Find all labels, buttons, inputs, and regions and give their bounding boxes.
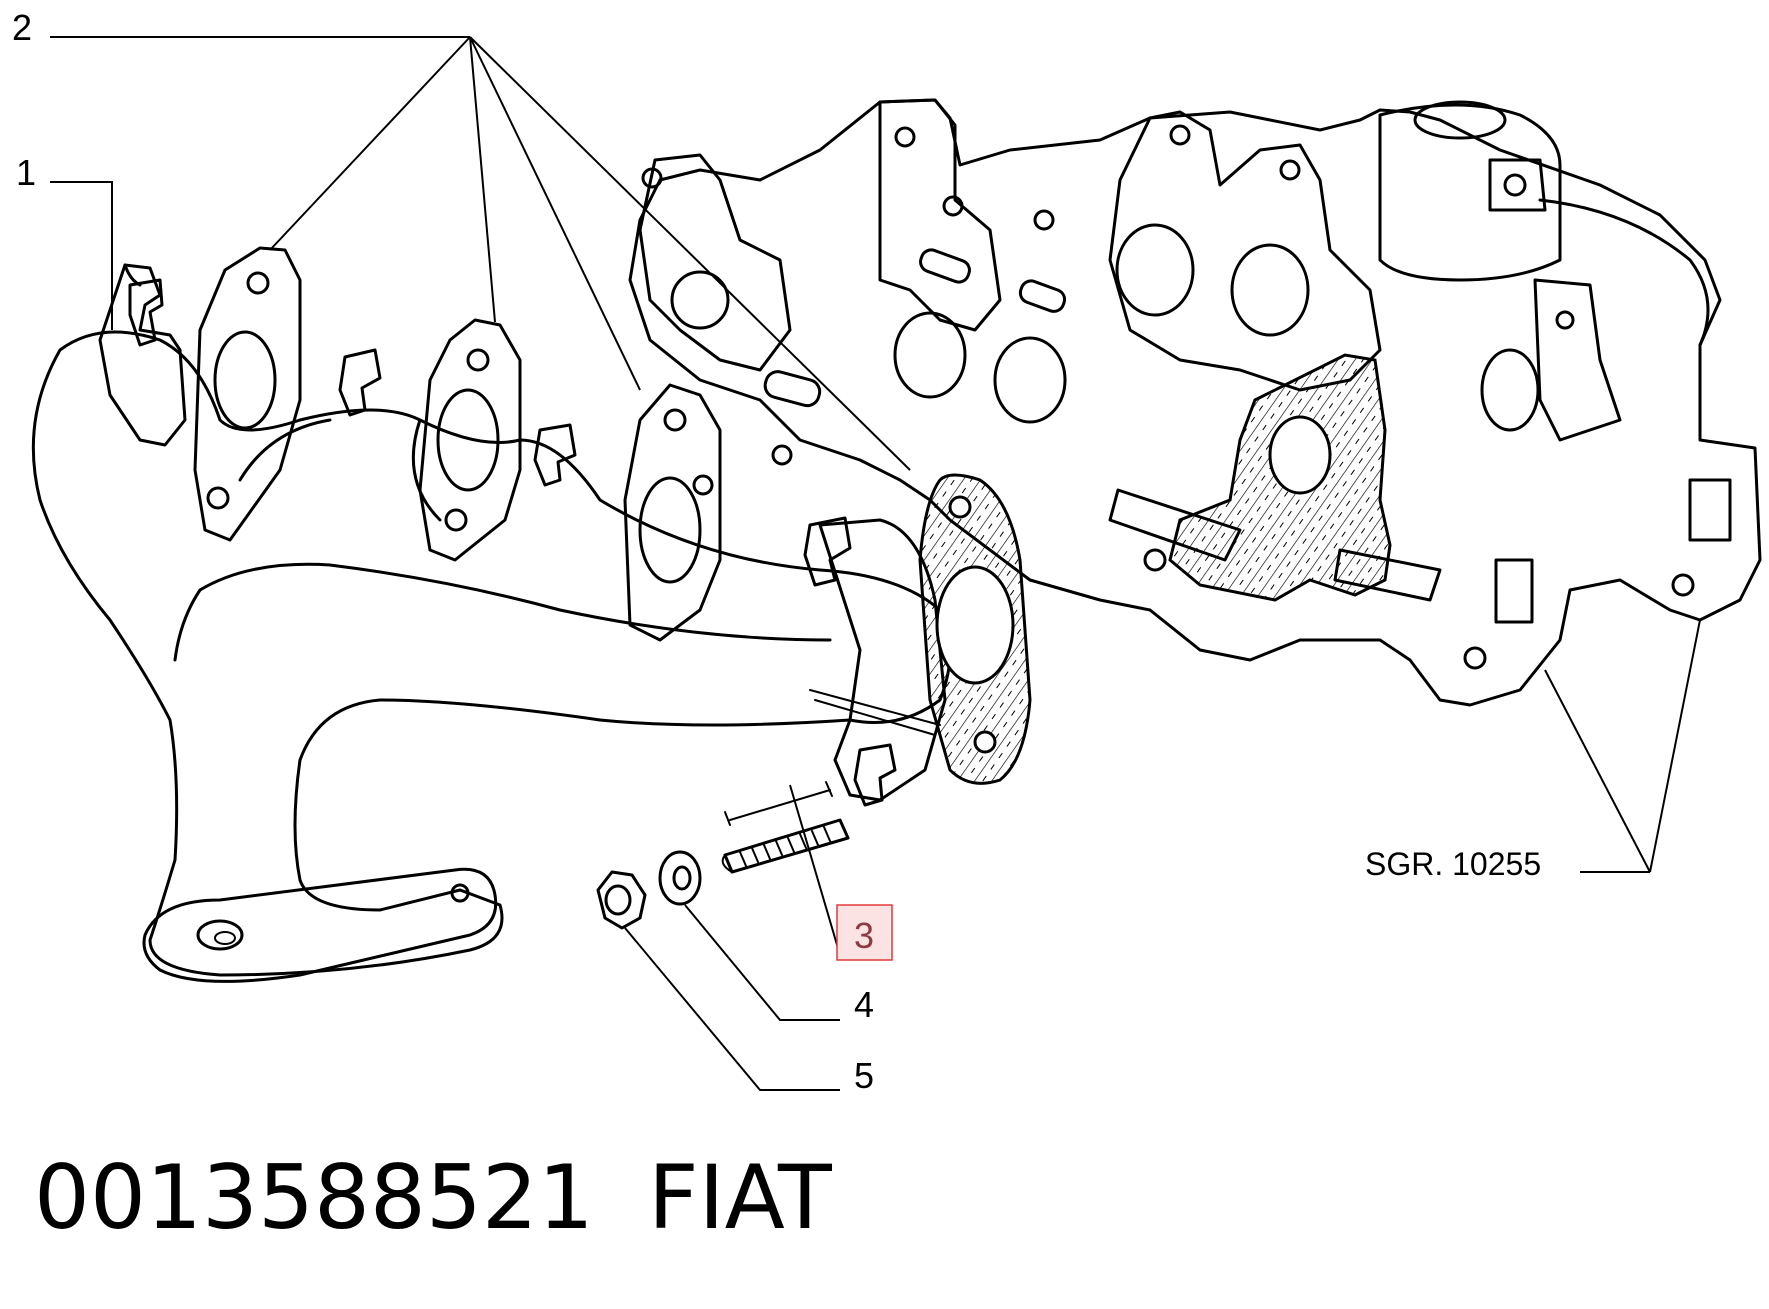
part-number: 0013588521 [34, 1146, 594, 1249]
callout-2-label: 2 [12, 7, 32, 48]
callout-3-highlight [836, 904, 893, 961]
stud-bolt [721, 781, 850, 874]
callout-5-label: 5 [854, 1055, 874, 1096]
callout-4-label: 4 [854, 984, 874, 1025]
callout-3-label: 3 [854, 915, 874, 956]
brand-name: FIAT [648, 1146, 833, 1249]
head-gasket-hatched [1168, 353, 1392, 602]
cylinder-head [628, 98, 1762, 707]
leader-lines [50, 36, 1701, 1091]
outlet-gasket [918, 473, 1032, 785]
exhaust-manifold [31, 246, 952, 983]
washer [658, 850, 702, 906]
callout-1-label: 1 [16, 152, 36, 193]
hex-nut [596, 870, 647, 930]
reference-label: SGR. 10255 [1365, 846, 1541, 882]
